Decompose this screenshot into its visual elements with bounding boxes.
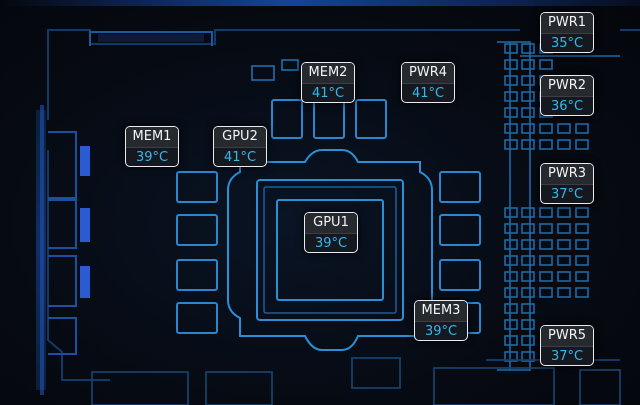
- sensor-label: MEM2: [302, 63, 354, 84]
- top-small-chips: [251, 59, 299, 81]
- sensor-temperature: 41°C: [411, 86, 445, 101]
- sensor-temperature: 37°C: [550, 349, 584, 364]
- sensor-label: PWR4: [402, 63, 454, 84]
- top-edge-glow: [0, 0, 640, 6]
- sensor-temperature: 41°C: [311, 86, 345, 101]
- sensor-pwr2[interactable]: PWR2 36°C: [540, 75, 594, 116]
- sensor-label: PWR2: [541, 76, 593, 97]
- sensor-label: GPU2: [214, 127, 266, 148]
- sensor-temperature: 37°C: [550, 187, 584, 202]
- sensor-temperature: 39°C: [135, 150, 169, 165]
- sensor-pwr5[interactable]: PWR5 37°C: [540, 325, 594, 366]
- bottom-components: [91, 357, 621, 405]
- sensor-label: MEM1: [126, 127, 178, 148]
- top-connector-strip: [89, 31, 213, 46]
- gpu-package: [256, 179, 404, 321]
- sensor-label: PWR5: [541, 326, 593, 347]
- io-connectors: [48, 131, 90, 355]
- sensor-mem2[interactable]: MEM2 41°C: [301, 62, 355, 103]
- sensor-label: PWR1: [541, 13, 593, 34]
- sensor-temperature: 36°C: [550, 99, 584, 114]
- sensor-pwr3[interactable]: PWR3 37°C: [540, 163, 594, 204]
- sensor-label: GPU1: [305, 213, 357, 234]
- sensor-temperature: 39°C: [314, 236, 348, 251]
- sensor-gpu1[interactable]: GPU1 39°C: [304, 212, 358, 253]
- sensor-gpu2[interactable]: GPU2 41°C: [213, 126, 267, 167]
- sensor-pwr1[interactable]: PWR1 35°C: [540, 12, 594, 53]
- sensor-label: MEM3: [415, 301, 467, 322]
- sensor-label: PWR3: [541, 164, 593, 185]
- sensor-mem1[interactable]: MEM1 39°C: [125, 126, 179, 167]
- sensor-mem3[interactable]: MEM3 39°C: [414, 300, 468, 341]
- sensor-temperature: 41°C: [223, 150, 257, 165]
- sensor-temperature: 35°C: [550, 36, 584, 51]
- memory-chips-top: [271, 99, 387, 139]
- sensor-temperature: 39°C: [424, 324, 458, 339]
- memory-chips-left: [176, 171, 218, 334]
- sensor-pwr4[interactable]: PWR4 41°C: [401, 62, 455, 103]
- io-bracket: [36, 105, 46, 395]
